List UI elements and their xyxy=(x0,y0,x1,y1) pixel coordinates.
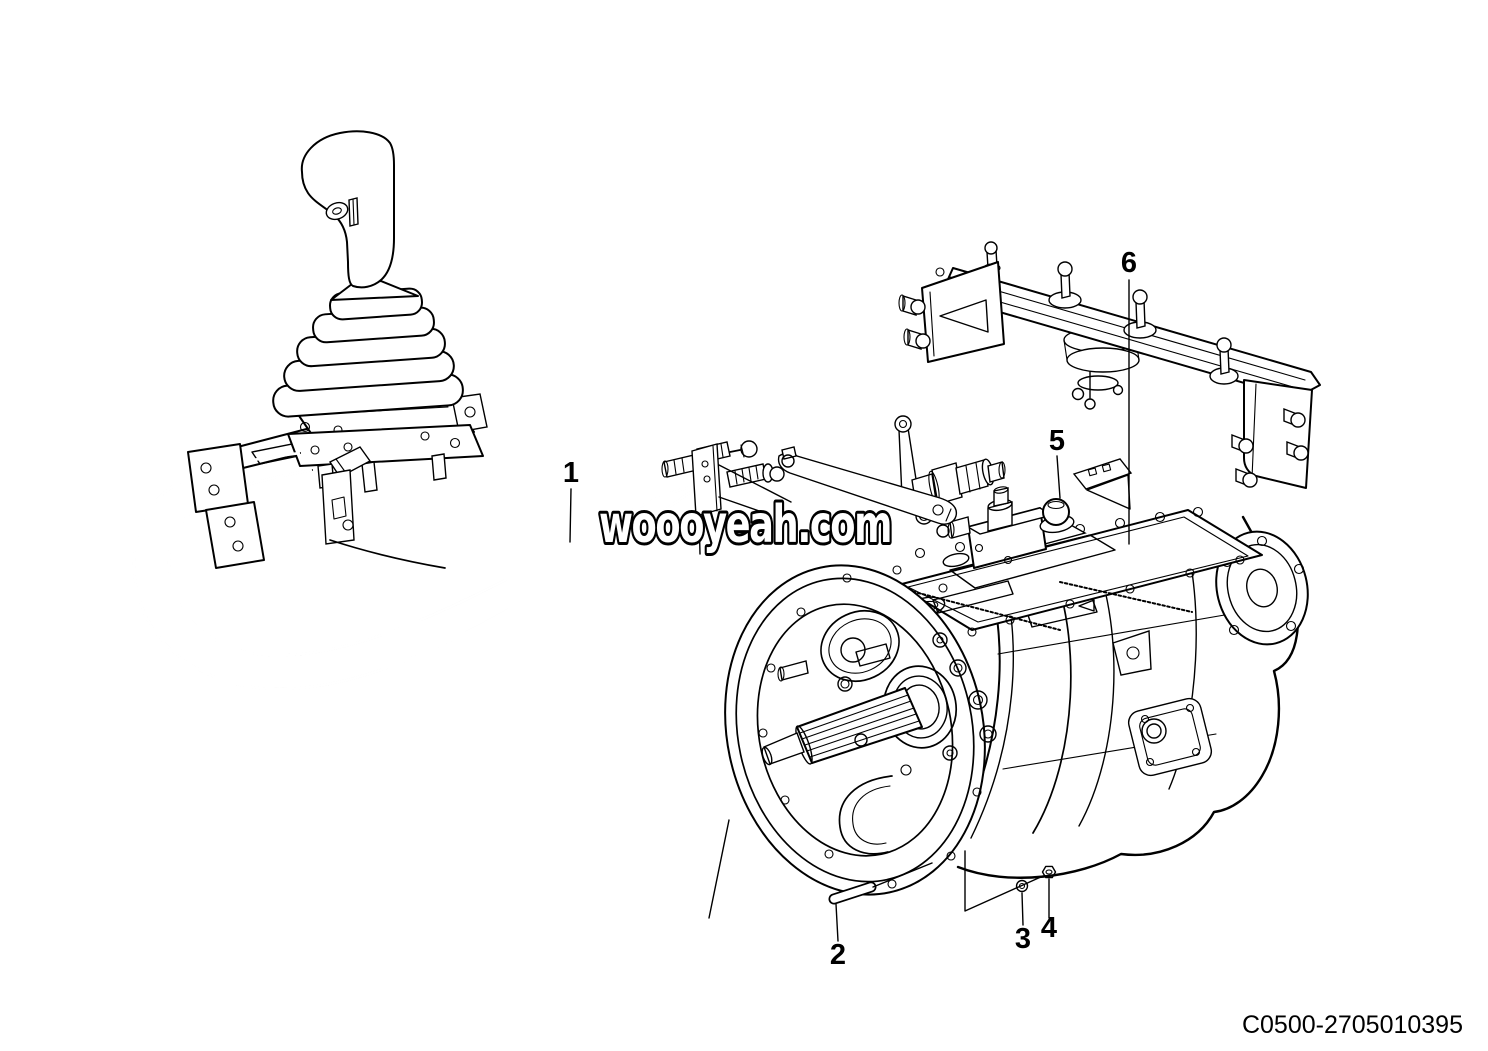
callout-2: 2 xyxy=(830,939,846,971)
leader-line-34 xyxy=(964,850,1044,912)
leader-line-1 xyxy=(569,488,572,543)
gear-lever-boot xyxy=(272,280,464,418)
bracket-right-plate xyxy=(1231,379,1313,489)
callout-1: 1 xyxy=(563,457,579,489)
callout-4: 4 xyxy=(1041,912,1057,944)
callout-5: 5 xyxy=(1049,425,1065,457)
relay-lever xyxy=(777,446,958,525)
leader-line-2 xyxy=(835,903,839,942)
bracket-studs xyxy=(983,241,1239,385)
drawing-number: C0500-2705010395 xyxy=(1242,1011,1463,1039)
gearbox-drawing xyxy=(708,415,1309,919)
callout-3: 3 xyxy=(1015,923,1031,955)
bracket-right-plate-bolts xyxy=(1231,407,1309,488)
gear-shift-knob xyxy=(300,130,395,289)
bell-housing xyxy=(724,564,997,896)
bracket-left-plate xyxy=(898,261,1005,363)
leader-line-2b xyxy=(872,862,933,888)
leader-line-3 xyxy=(1021,892,1024,926)
callouts: 1 2 3 4 5 6 xyxy=(563,247,1137,971)
cable-clamp xyxy=(187,443,265,569)
mounting-bracket-drawing xyxy=(898,241,1321,489)
callout-6: 6 xyxy=(1121,247,1137,279)
shift-tower xyxy=(966,458,1133,569)
pin-part xyxy=(828,881,877,905)
cable-adjusters xyxy=(661,440,958,555)
shift-lever-assembly xyxy=(225,393,488,545)
clutch-cylinder-assembly xyxy=(894,415,1006,539)
watermark-text: woooyeah.com xyxy=(599,495,891,555)
leader-line-5 xyxy=(1056,455,1061,499)
nut-part xyxy=(1041,865,1057,879)
